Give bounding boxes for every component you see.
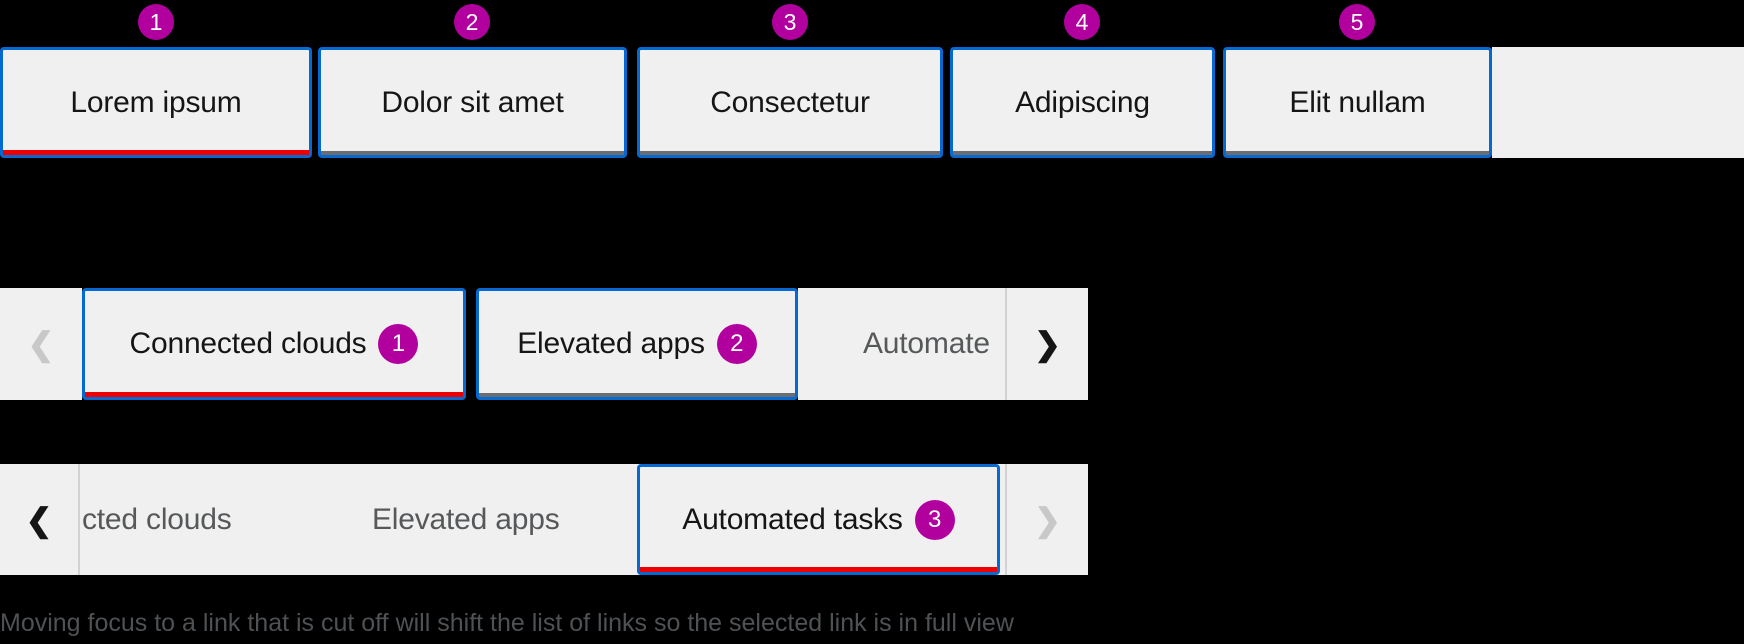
tab-label: Elevated apps (517, 327, 705, 360)
tab-lorem-ipsum[interactable]: Lorem ipsum (0, 47, 312, 158)
tab-underline (953, 151, 1212, 155)
tab-connected-clouds-cutoff[interactable]: cted clouds (82, 502, 232, 536)
basic-tab-bar: Lorem ipsum Dolor sit amet Consectetur A… (0, 47, 1744, 158)
overflow-tab-bar-end: ❮ cted clouds Elevated apps Automated ta… (0, 464, 1088, 575)
tab-underline (479, 393, 795, 397)
tab-active-underline (640, 567, 997, 572)
tab-active-underline (3, 150, 309, 155)
scroll-right-chevron-icon[interactable]: ❯ (1034, 326, 1061, 362)
tab-bar-right-area: Automate ❯ (798, 288, 1088, 400)
tab-label: Connected clouds (129, 327, 367, 360)
tab-underline (1226, 151, 1489, 155)
tab-label: Adipiscing (1015, 85, 1150, 119)
tab-label: Consectetur (710, 85, 870, 119)
tab-elit-nullam[interactable]: Elit nullam (1223, 47, 1492, 158)
caption-text: Moving focus to a link that is cut off w… (0, 609, 1014, 637)
scroll-left-area: ❮ (0, 288, 82, 400)
annotation-badge-3: 3 (772, 4, 808, 40)
annotation-badge-4: 4 (1064, 4, 1100, 40)
annotation-badge-1: 1 (378, 324, 419, 364)
scroll-divider (1005, 288, 1007, 400)
tab-automated-tasks-cutoff[interactable]: Automate (863, 327, 990, 360)
annotation-badge-3: 3 (914, 499, 955, 540)
tab-elevated-apps[interactable]: Elevated apps 2 (476, 288, 798, 400)
tab-label: Dolor sit amet (381, 85, 564, 119)
scroll-divider (1005, 464, 1007, 575)
tab-label: Lorem ipsum (70, 85, 242, 119)
tab-dolor-sit-amet[interactable]: Dolor sit amet (318, 47, 627, 158)
tab-bar-filler (1492, 47, 1744, 158)
tab-consectetur[interactable]: Consectetur (637, 47, 943, 158)
tab-elevated-apps[interactable]: Elevated apps (372, 502, 560, 536)
annotation-badge-2: 2 (716, 324, 757, 364)
scroll-right-chevron-icon[interactable]: ❯ (1034, 501, 1061, 538)
scroll-left-chevron-icon[interactable]: ❮ (27, 326, 55, 362)
tab-label: Automated tasks (682, 502, 903, 536)
annotation-badge-5: 5 (1339, 4, 1375, 40)
tab-adipiscing[interactable]: Adipiscing (950, 47, 1215, 158)
tab-connected-clouds[interactable]: Connected clouds 1 (82, 288, 466, 400)
tab-label: Elit nullam (1289, 85, 1426, 119)
annotation-badge-2: 2 (454, 4, 490, 40)
overflow-tab-bar-start: ❮ Connected clouds 1 Elevated apps 2 Aut… (0, 288, 1088, 400)
scroll-left-chevron-icon[interactable]: ❮ (25, 501, 53, 538)
scroll-divider (78, 464, 80, 575)
tab-underline (321, 151, 624, 155)
annotation-badge-1: 1 (138, 4, 174, 40)
tab-automated-tasks[interactable]: Automated tasks 3 (637, 464, 1000, 575)
tab-active-underline (85, 392, 463, 397)
tab-underline (640, 151, 940, 155)
